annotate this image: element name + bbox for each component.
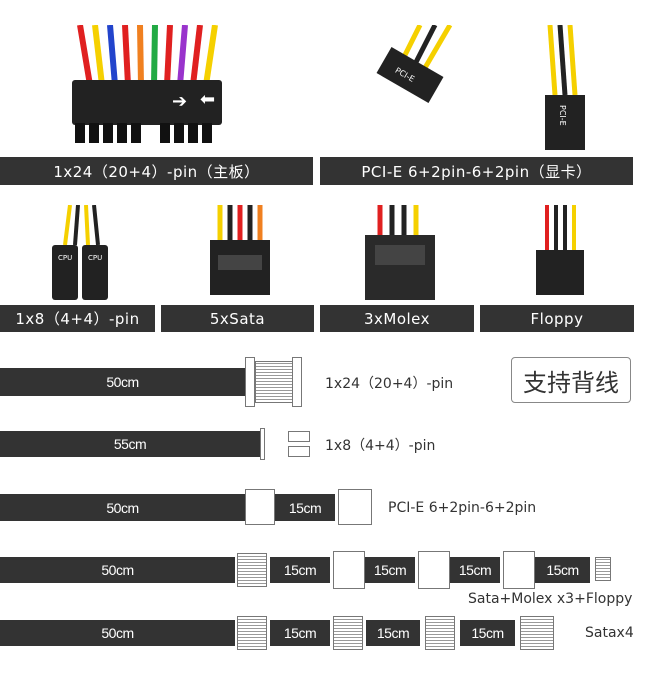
pcie-connector-icon xyxy=(338,489,372,525)
cable-name: 1x8（4+4）-pin xyxy=(325,438,436,454)
sata-connector-icon xyxy=(333,616,363,650)
cable-length: 15cm xyxy=(450,557,500,583)
cable-length: 15cm xyxy=(270,620,330,646)
cable-name: Sata+Molex x3+Floppy xyxy=(468,591,633,607)
cable-length: 55cm xyxy=(0,431,260,457)
molex-connector-icon xyxy=(418,551,450,589)
svg-text:⬅: ⬅ xyxy=(200,89,215,110)
svg-text:PCI-E: PCI-E xyxy=(558,105,567,126)
connector-icon xyxy=(288,446,310,457)
cable-name: Satax4 xyxy=(585,625,634,641)
cpu-connector-photo: CPU CPU xyxy=(52,205,108,300)
cable-length: 15cm xyxy=(460,620,515,646)
cable-length: 50cm xyxy=(0,557,235,583)
pcie-connector-photo: PCI-E PCI-E xyxy=(376,25,585,150)
label-sata: 5xSata xyxy=(161,305,314,332)
cable-length: 15cm xyxy=(535,557,590,583)
cable-length: 15cm xyxy=(275,494,335,521)
svg-text:➔: ➔ xyxy=(172,91,187,112)
cable-length: 15cm xyxy=(365,557,415,583)
connector-icon xyxy=(288,431,310,442)
label-molex: 3xMolex xyxy=(320,305,474,332)
connector-icon xyxy=(260,428,265,460)
cable-name: PCI-E 6+2pin-6+2pin xyxy=(388,500,537,516)
molex-connector-photo xyxy=(365,205,435,300)
svg-text:CPU: CPU xyxy=(58,254,72,262)
label-cpu-8pin: 1x8（4+4）-pin xyxy=(0,305,155,332)
rear-cable-support-badge: 支持背线 xyxy=(511,357,631,403)
cable-name: 1x24（20+4）-pin xyxy=(325,376,454,392)
label-24pin: 1x24（20+4）-pin（主板） xyxy=(0,157,313,185)
molex-connector-icon xyxy=(503,551,535,589)
floppy-connector-icon xyxy=(595,557,611,581)
24pin-connector-photo: ➔⬅ xyxy=(72,25,222,143)
connector-icon xyxy=(245,357,255,407)
cable-length: 50cm xyxy=(0,620,235,646)
cable-length: 15cm xyxy=(366,620,420,646)
cable-length: 15cm xyxy=(270,557,330,583)
sata-connector-icon xyxy=(520,616,554,650)
sata-connector-icon xyxy=(237,553,267,587)
connector-icon xyxy=(255,361,295,403)
label-pcie: PCI-E 6+2pin-6+2pin（显卡） xyxy=(320,157,633,185)
sata-connector-icon xyxy=(237,616,267,650)
pcie-connector-icon xyxy=(245,489,275,525)
molex-connector-icon xyxy=(333,551,365,589)
svg-text:CPU: CPU xyxy=(88,254,102,262)
sata-connector-icon xyxy=(425,616,455,650)
cable-length: 50cm xyxy=(0,368,245,396)
floppy-connector-photo xyxy=(536,205,584,295)
connector-icon xyxy=(292,357,302,407)
label-floppy: Floppy xyxy=(480,305,634,332)
sata-connector-photo xyxy=(210,205,270,295)
cable-length: 50cm xyxy=(0,494,245,521)
